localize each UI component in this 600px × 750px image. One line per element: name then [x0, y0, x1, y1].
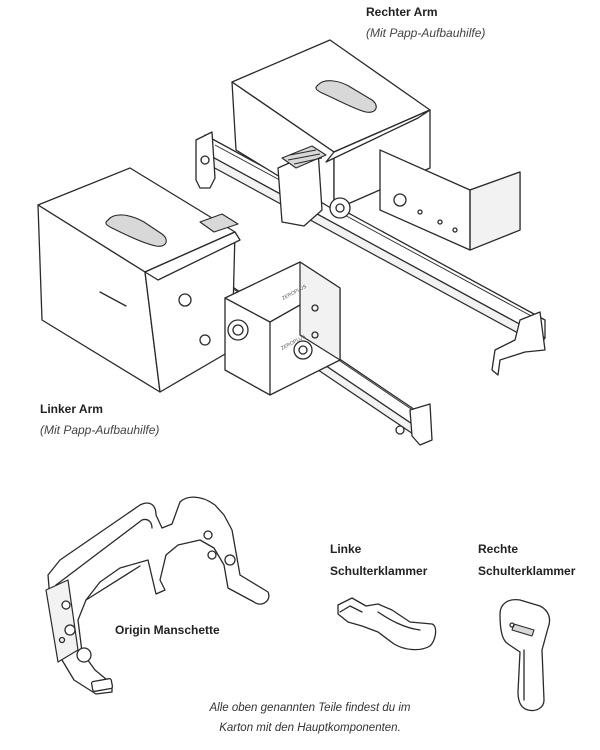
- origin-cuff-label: Origin Manschette: [115, 623, 220, 638]
- right-shoulder-clip: [499, 598, 551, 712]
- left-clip-line2: Schulterklammer: [330, 564, 428, 578]
- left-arm-bracket: [409, 403, 433, 446]
- origin-cuff-title: Origin Manschette: [115, 623, 220, 637]
- footnote: Alle oben genannten Teile findest du im …: [190, 698, 430, 738]
- right-arm-handle-slot: [315, 80, 377, 113]
- left-arm-title: Linker Arm: [40, 402, 103, 416]
- origin-cuff-knob: [76, 647, 92, 663]
- left-arm-grille: [199, 213, 239, 233]
- origin-cuff-mount: [45, 579, 79, 663]
- left-clip-line1: Linke: [330, 542, 362, 556]
- origin-cuff-frame: [47, 496, 270, 695]
- right-arm-knob: [393, 193, 407, 207]
- left-arm-slot-line: [99, 291, 127, 307]
- right-clip-line1: Rechte: [478, 542, 519, 556]
- footnote-line2: Karton mit den Hauptkomponenten.: [219, 722, 401, 734]
- right-shoulder-clip-slot: [511, 623, 535, 637]
- left-shoulder-clip: [337, 597, 437, 651]
- footnote-line1: Alle oben genannten Teile findest du im: [209, 702, 411, 714]
- left-arm-pulley: [293, 340, 313, 360]
- left-arm-handle-slot: [105, 214, 167, 247]
- right-arm-illustration: [195, 39, 546, 376]
- left-arm-label: Linker Arm (Mit Papp-Aufbauhilfe): [40, 402, 159, 438]
- right-arm-bracket-right: [491, 311, 546, 376]
- right-arm-subtitle: (Mit Papp-Aufbauhilfe): [366, 26, 486, 40]
- left-arm-illustration: ZEROPLUS ZEROPLUS: [37, 167, 433, 446]
- right-arm-label: Rechter Arm (Mit Papp-Aufbauhilfe): [366, 5, 485, 41]
- right-arm-title: Rechter Arm: [366, 5, 438, 19]
- right-shoulder-clip-illustration: [499, 598, 551, 712]
- right-arm-pulley: [329, 197, 351, 219]
- right-clip-line2: Schulterklammer: [478, 564, 576, 578]
- left-shoulder-clip-illustration: [337, 597, 437, 651]
- origin-cuff-illustration: [45, 496, 270, 695]
- right-arm-rack: [214, 144, 536, 319]
- left-arm-knob: [227, 319, 249, 341]
- right-clip-label: Rechte Schulterklammer: [478, 542, 575, 579]
- left-arm-subtitle: (Mit Papp-Aufbauhilfe): [40, 423, 160, 437]
- left-clip-label: Linke Schulterklammer: [330, 542, 427, 579]
